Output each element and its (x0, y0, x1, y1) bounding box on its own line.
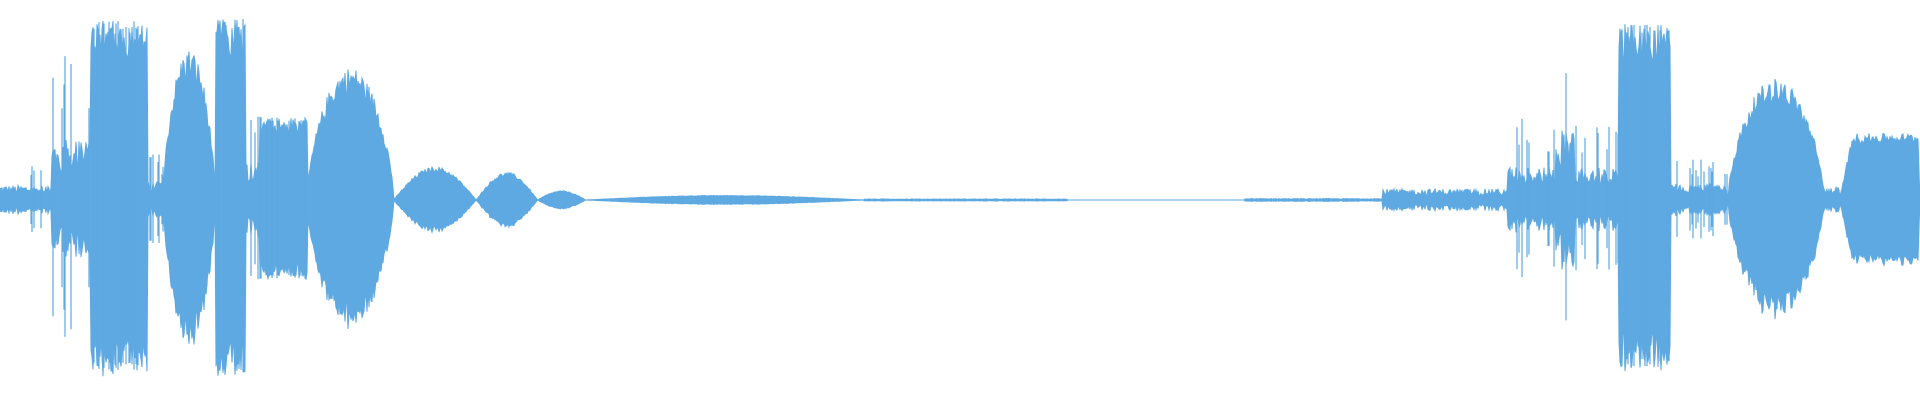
waveform-envelope (0, 19, 1920, 377)
waveform-transients (30, 19, 1728, 372)
